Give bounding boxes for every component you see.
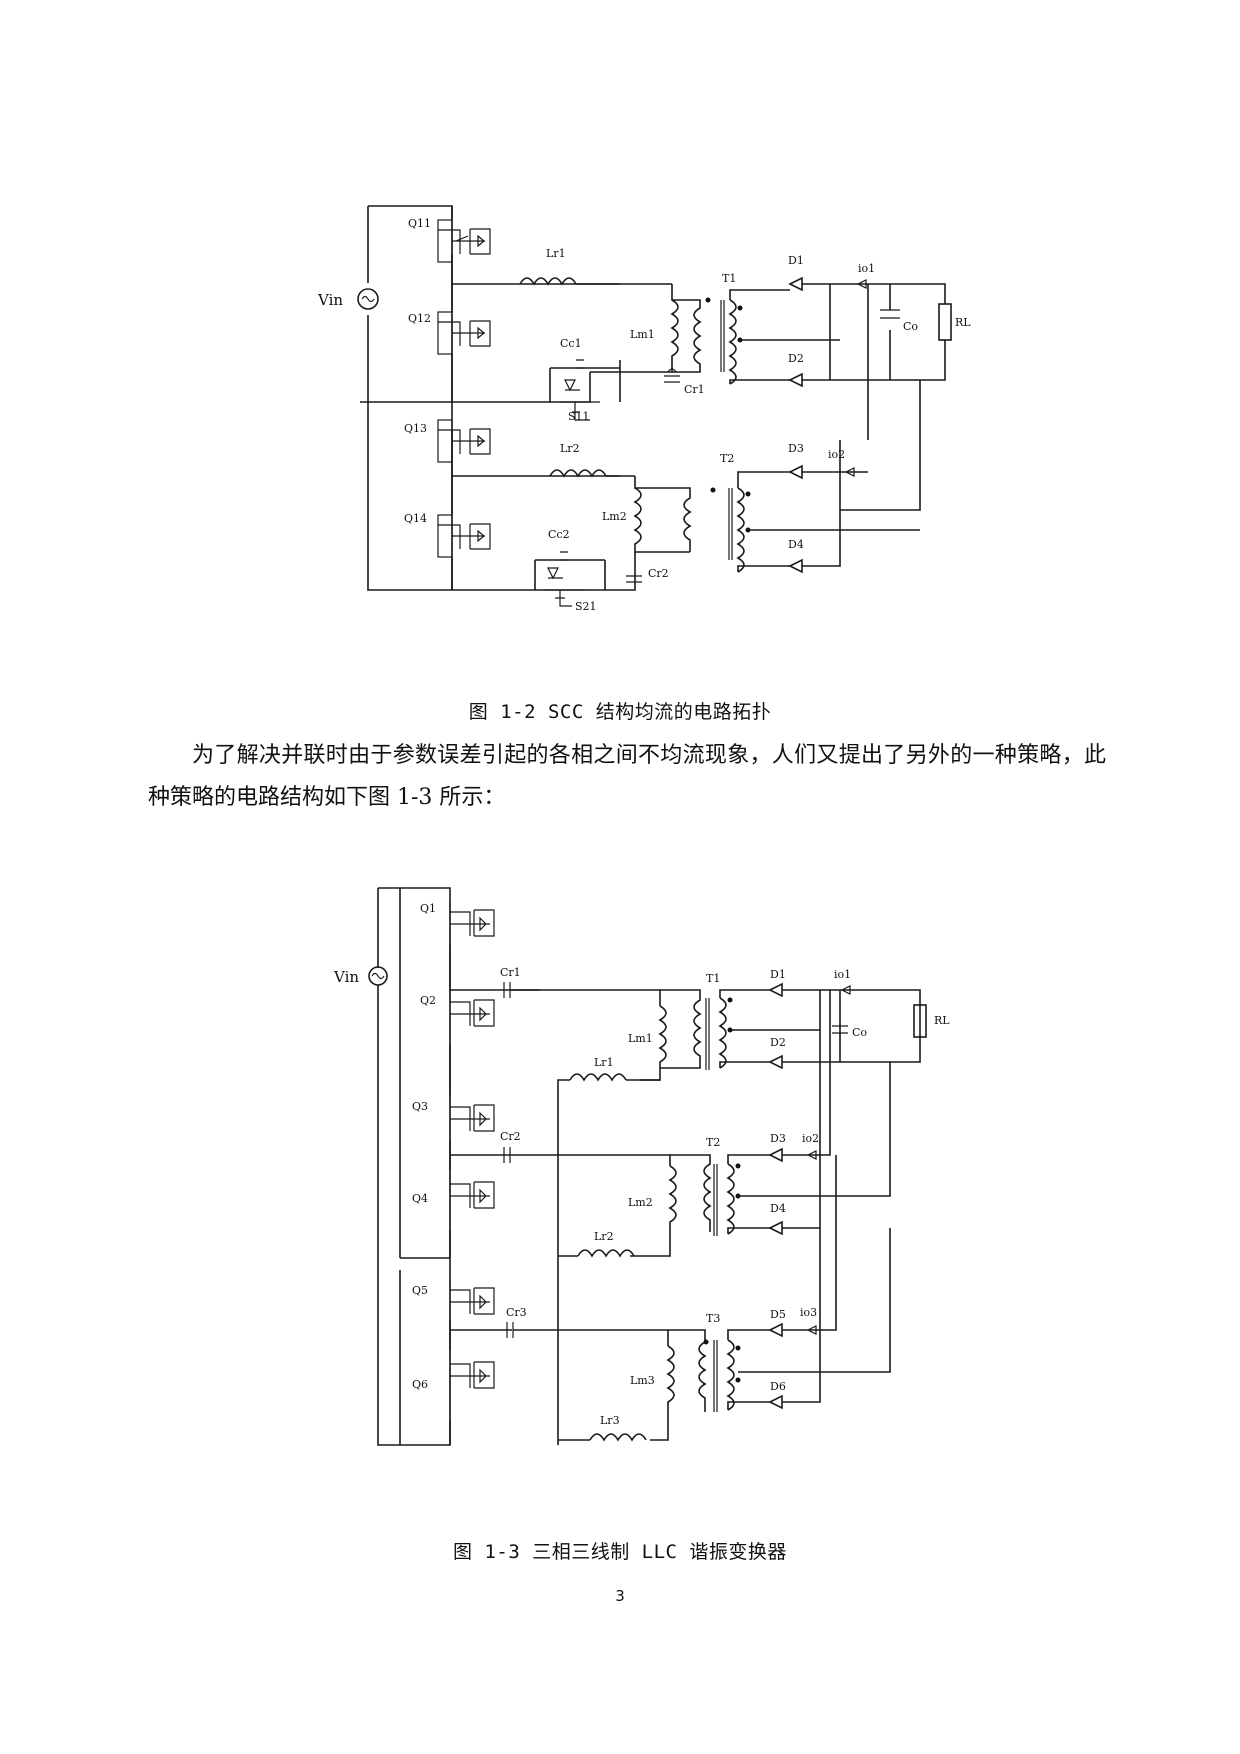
switch-q2: [449, 990, 495, 1045]
label-lm2: Lm2: [602, 510, 627, 523]
figure1-caption: 图 1-2 SCC 结构均流的电路拓扑: [468, 701, 772, 723]
switch-q4: [449, 1170, 495, 1230]
label-t2: T2: [720, 452, 734, 465]
label-rl: RL: [955, 316, 971, 329]
circuit-diagram-llc: Vin Q1 Q2 Q3 Q4 Q5 Q6 Cr1 Cr2 Cr3 Lm1 Lm…: [333, 887, 950, 1446]
label-q6: Q6: [412, 1378, 428, 1391]
label-lm3: Lm3: [630, 1374, 655, 1387]
label-co: Co: [852, 1026, 867, 1039]
label-lr3: Lr3: [600, 1414, 620, 1427]
label-q14: Q14: [404, 512, 427, 525]
label-t2: T2: [706, 1136, 720, 1149]
label-t1: T1: [722, 272, 736, 285]
label-lr2: Lr2: [560, 442, 580, 455]
label-lr1: Lr1: [546, 247, 566, 260]
label-rl: RL: [934, 1014, 950, 1027]
switch-q6: [449, 1350, 495, 1420]
label-s21: S21: [575, 600, 597, 613]
label-io2: io2: [802, 1132, 819, 1145]
label-d4: D4: [770, 1202, 786, 1215]
label-io2: io2: [828, 448, 845, 461]
label-q13: Q13: [404, 422, 427, 435]
label-d5: D5: [770, 1308, 786, 1321]
label-t1: T1: [706, 972, 720, 985]
label-d3: D3: [788, 442, 804, 455]
label-lm1: Lm1: [630, 328, 655, 341]
label-d1: D1: [770, 968, 786, 981]
label-q11: Q11: [408, 217, 431, 230]
body-paragraph: 为了解决并联时由于参数误差引起的各相之间不均流现象，人们又提出了另外的一种策略，…: [148, 743, 1106, 810]
figure-three-phase-llc: Vin Q1 Q2 Q3 Q4 Q5 Q6 Cr1 Cr2 Cr3 Lm1 Lm…: [0, 868, 1240, 1468]
label-q4: Q4: [412, 1192, 428, 1205]
page-number: 3: [615, 1587, 625, 1605]
label-cc1: Cc1: [560, 337, 582, 350]
switch-q14: [437, 476, 491, 590]
label-q5: Q5: [412, 1284, 428, 1297]
label-t3: T3: [706, 1312, 720, 1325]
label-io1: io1: [834, 968, 851, 981]
switch-q3: [449, 1095, 495, 1140]
label-lm2: Lm2: [628, 1196, 653, 1209]
label-q12: Q12: [408, 312, 431, 325]
label-lr1: Lr1: [594, 1056, 614, 1069]
label-q3: Q3: [412, 1100, 428, 1113]
label-d4: D4: [788, 538, 804, 551]
figure-scc-current-sharing: Vin Q11 Q12 Q13 Q14 Lr1 Lr2 Lm1 Lm2 Cc1 …: [0, 185, 1240, 655]
label-cr3: Cr3: [506, 1306, 527, 1319]
label-q2: Q2: [420, 994, 436, 1007]
switch-q13: [437, 419, 491, 463]
switch-q5: [449, 1278, 495, 1320]
switch-q1: [449, 900, 495, 945]
label-io1: io1: [858, 262, 875, 275]
label-io3: io3: [800, 1306, 817, 1319]
label-cc2: Cc2: [548, 528, 570, 541]
label-d2: D2: [770, 1036, 786, 1049]
label-d6: D6: [770, 1380, 786, 1393]
label-cr1: Cr1: [500, 966, 521, 979]
label-lm1: Lm1: [628, 1032, 653, 1045]
switch-q12: [437, 284, 491, 402]
label-vin: Vin: [317, 291, 343, 309]
circuit-diagram-scc: Vin Q11 Q12 Q13 Q14 Lr1 Lr2 Lm1 Lm2 Cc1 …: [317, 205, 971, 613]
label-cr1: Cr1: [684, 383, 705, 396]
label-q1: Q1: [420, 902, 436, 915]
label-vin: Vin: [333, 968, 359, 986]
label-lr2: Lr2: [594, 1230, 614, 1243]
label-d2: D2: [788, 352, 804, 365]
label-d3: D3: [770, 1132, 786, 1145]
switch-q11: [437, 219, 620, 285]
label-co: Co: [903, 320, 918, 333]
label-s11: S11: [568, 410, 590, 423]
label-cr2: Cr2: [648, 567, 669, 580]
label-d1: D1: [788, 254, 804, 267]
label-cr2: Cr2: [500, 1130, 521, 1143]
figure2-caption: 图 1-3 三相三线制 LLC 谐振变换器: [453, 1541, 787, 1563]
